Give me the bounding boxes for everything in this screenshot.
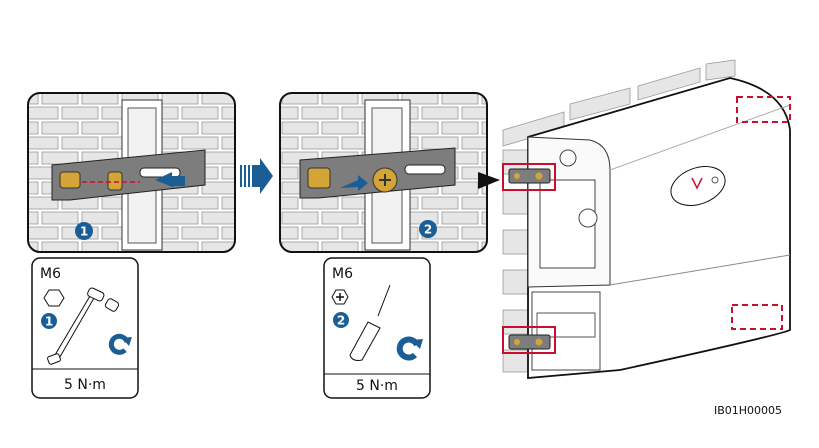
bracket-highlight-bottom	[502, 326, 556, 354]
tighten-arrow-icon	[340, 175, 368, 191]
step-badge	[41, 313, 57, 329]
step-badge	[75, 222, 93, 240]
step-number: 1	[80, 225, 88, 239]
inverter-device	[502, 59, 791, 379]
torque-value: 5 N·m	[64, 377, 106, 393]
figure-code: IB01H00005	[714, 404, 782, 417]
phillips-hex-icon	[331, 289, 349, 305]
step-number: 1	[45, 315, 53, 329]
step-1-panel: 1	[27, 92, 236, 253]
torque-value: 5 N·m	[356, 378, 398, 394]
bolt-size: M6	[40, 266, 61, 282]
torque-screwdriver-icon	[349, 284, 391, 361]
bolt-size: M6	[332, 266, 353, 282]
step-number: 2	[337, 314, 345, 328]
tool-card-2: M6 2 5 N·m	[323, 257, 431, 399]
tool-card-1: M6 1 5 N·m	[31, 257, 139, 399]
mounting-bracket	[51, 149, 206, 201]
bracket-highlight-top	[502, 163, 556, 191]
step-number: 2	[424, 223, 432, 237]
step-badge	[333, 312, 349, 328]
socket-wrench-icon	[47, 287, 120, 365]
hex-icon	[43, 289, 65, 307]
step-2-panel: 2	[279, 92, 488, 253]
expansion-bolt	[59, 171, 81, 189]
pointer-arrow	[478, 172, 500, 189]
mounting-point-marker	[731, 304, 783, 330]
huawei-logo	[691, 177, 703, 190]
step-badge	[419, 220, 437, 238]
next-step-arrow	[240, 158, 273, 194]
mounting-point-marker	[736, 96, 791, 123]
clockwise-icon	[108, 333, 130, 355]
insert-arrow-icon	[155, 172, 185, 190]
